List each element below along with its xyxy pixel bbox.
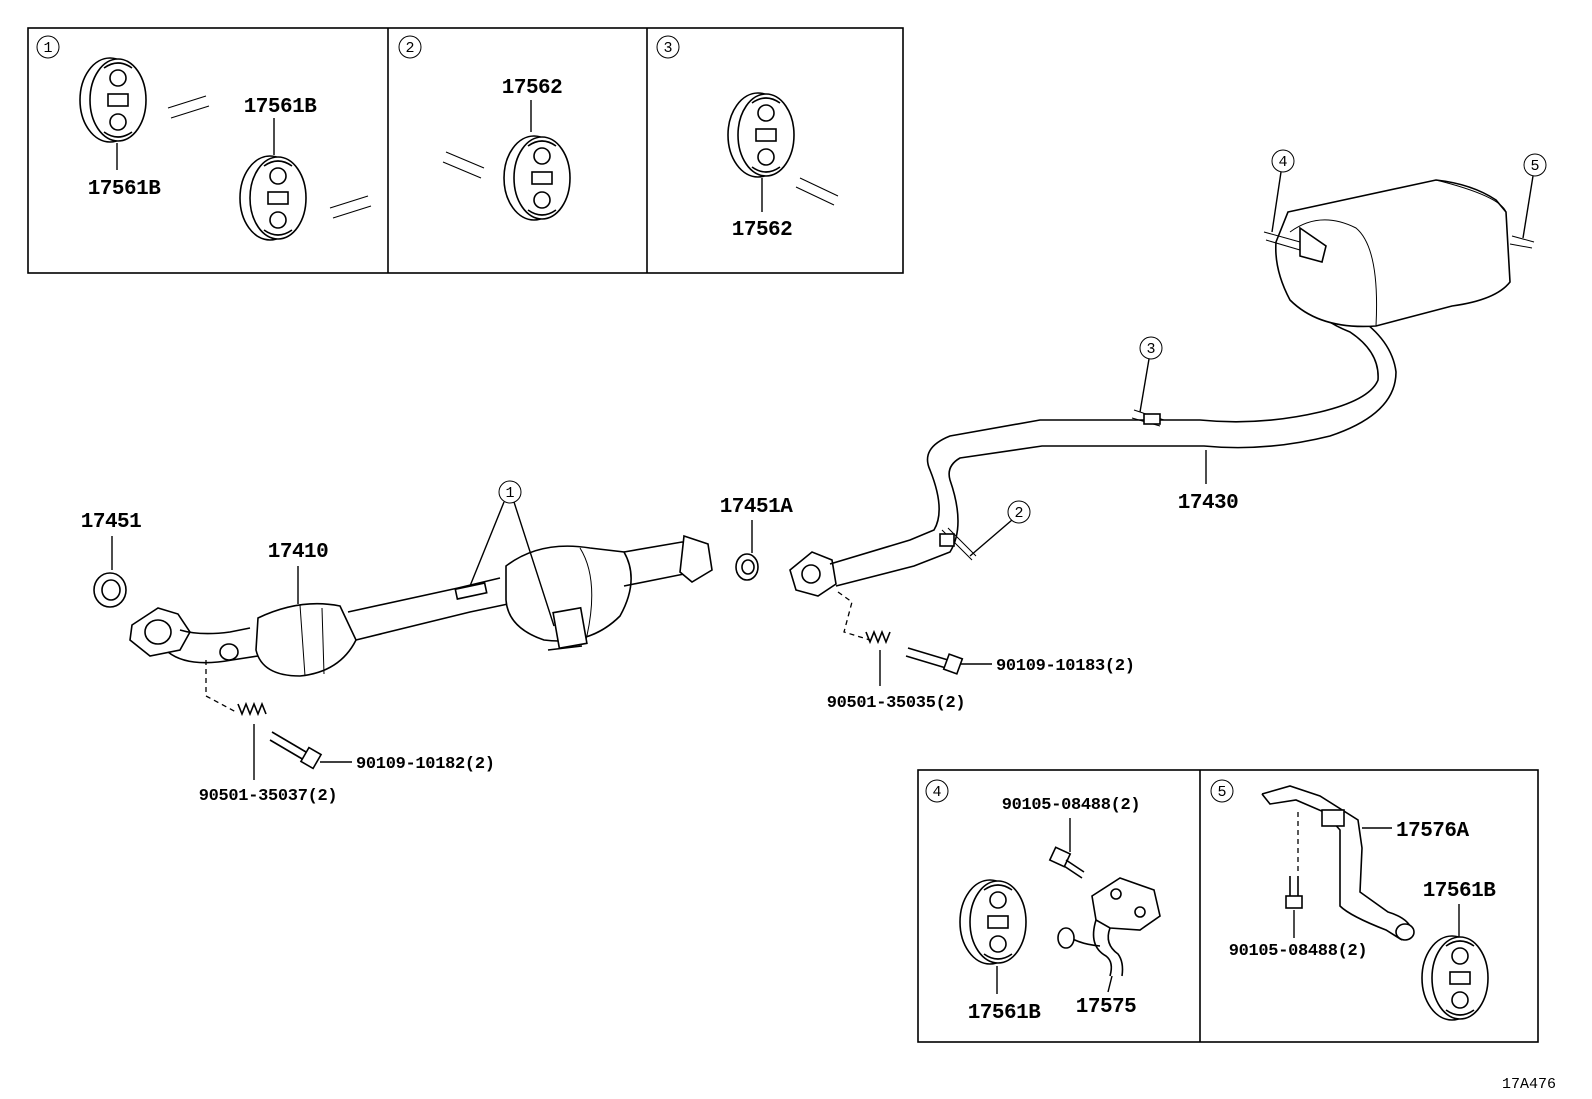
inset-2-number: 2 [405,40,414,57]
hanger-17561b-d [1421,935,1489,1021]
inset-5: 5 17576A 90105-08488(2) 17561B [1210,779,1497,1021]
callout-3-label: 3 [1146,341,1155,358]
part-17575-label: 17575 [1076,996,1137,1019]
part-90105-08488-label-b: 90105-08488(2) [1229,942,1368,961]
callout-5-label: 5 [1530,158,1539,175]
hanger-17562-b [727,92,795,178]
part-90501-35035-label: 90501-35035(2) [827,694,966,713]
gasket-17451a: 17451A [720,496,794,581]
callout-2-label: 2 [1014,505,1023,522]
part-17451-label: 17451 [81,511,142,534]
inset-1: 1 17561B 17561B [36,35,372,241]
part-17561b-label-c: 17561B [968,1002,1042,1025]
part-90105-08488-label-a: 90105-08488(2) [1002,796,1141,815]
part-17430-label: 17430 [1178,492,1239,515]
part-17576a-label: 17576A [1396,820,1470,843]
inset-panels-top [27,27,904,274]
inset-2: 2 17562 [398,35,571,221]
hanger-17561b-c [959,879,1027,965]
front-pipe-17410: 17410 1 90501-35037(2) [129,480,713,806]
part-17562-label-a: 17562 [502,77,563,100]
hanger-17561b-b [239,155,307,241]
inset-3-number: 3 [663,40,672,57]
inset-1-number: 1 [43,40,52,57]
part-17561b-label-a: 17561B [88,178,162,201]
callout-4-label: 4 [1278,154,1287,171]
callout-1-label: 1 [505,485,514,502]
part-90109-10182-label: 90109-10182(2) [356,755,495,774]
part-17561b-label-b: 17561B [244,96,318,119]
hanger-17562-a [503,135,571,221]
inset-5-number: 5 [1217,784,1226,801]
part-17451a-label: 17451A [720,496,794,519]
part-17561b-label-d: 17561B [1423,880,1497,903]
part-90109-10183-label: 90109-10183(2) [996,657,1135,676]
tail-pipe-17430: 4 5 3 2 17430 90501-35035(2) 90109-10183… [789,149,1547,713]
part-17410-label: 17410 [268,541,329,564]
diagram-reference-code: 17A476 [1502,1076,1556,1093]
inset-panels-bottom [917,769,1539,1043]
part-17562-label-b: 17562 [732,219,793,242]
part-90501-35037-label: 90501-35037(2) [199,787,338,806]
inset-3: 3 17562 [656,35,839,242]
gasket-17451: 17451 [81,511,142,608]
inset-4: 4 90105-08488(2) 17561B 17575 [925,779,1161,1025]
inset-4-number: 4 [932,784,941,801]
hanger-17561b-a [79,57,147,143]
